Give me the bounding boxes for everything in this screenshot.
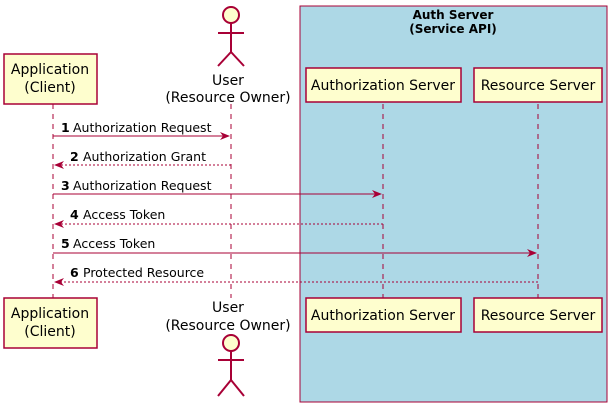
group-title: Auth Server <box>413 8 494 22</box>
participant-authz-top: Authorization Server <box>305 67 462 103</box>
group-subtitle: (Service API) <box>409 22 497 36</box>
message-3-text: Authorization Request <box>73 178 212 193</box>
message-1-number: 1 <box>61 120 70 135</box>
participant-user-bottom: User (Resource Owner) <box>165 300 291 397</box>
actor-icon-bottom <box>217 334 245 397</box>
participant-user-name: User <box>212 73 244 89</box>
participant-client-name-bottom: Application <box>11 306 89 322</box>
message-5: 5 Access Token <box>53 236 537 257</box>
message-4: 4 Access Token <box>54 207 383 228</box>
participant-authz-name-bottom: Authorization Server <box>311 308 455 324</box>
participant-client-role-bottom: (Client) <box>24 324 75 340</box>
message-6-number: 6 <box>70 265 79 280</box>
message-4-text: Access Token <box>83 207 165 222</box>
message-2-text: Authorization Grant <box>83 149 206 164</box>
participant-client-bottom: Application (Client) <box>3 297 98 349</box>
participant-client-name: Application <box>11 62 89 78</box>
message-1-text: Authorization Request <box>73 120 212 135</box>
message-6-text: Protected Resource <box>83 265 204 280</box>
auth-server-group: Auth Server (Service API) <box>299 5 608 403</box>
message-2-number: 2 <box>70 149 79 164</box>
message-5-text: Access Token <box>73 236 155 251</box>
participant-resource-top: Resource Server <box>473 67 603 103</box>
participant-client-top: Application (Client) <box>3 53 98 105</box>
participant-client-role: (Client) <box>24 80 75 96</box>
message-3-number: 3 <box>61 178 70 193</box>
participant-user-top: User (Resource Owner) <box>165 6 291 106</box>
participant-user-name-bottom: User <box>212 300 244 316</box>
message-2: 2 Authorization Grant <box>54 149 231 169</box>
participant-resource-bottom: Resource Server <box>473 297 603 333</box>
participant-user-role-bottom: (Resource Owner) <box>165 318 290 334</box>
message-5-number: 5 <box>61 236 70 251</box>
actor-icon <box>217 6 245 67</box>
participant-resource-name-bottom: Resource Server <box>481 308 596 324</box>
message-3: 3 Authorization Request <box>53 178 382 198</box>
participant-resource-name: Resource Server <box>481 78 596 94</box>
message-1: 1 Authorization Request <box>53 120 230 140</box>
participant-authz-name: Authorization Server <box>311 78 455 94</box>
message-6: 6 Protected Resource <box>54 265 538 286</box>
participant-authz-bottom: Authorization Server <box>305 297 462 333</box>
message-4-number: 4 <box>70 207 79 222</box>
participant-user-role: (Resource Owner) <box>165 90 290 106</box>
